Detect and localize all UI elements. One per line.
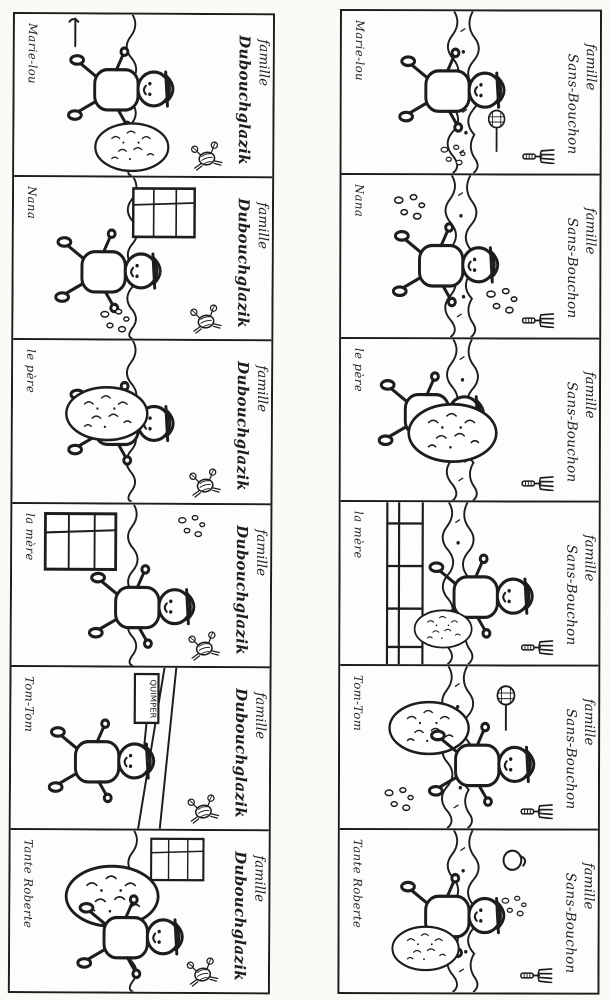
card-name: Tante Roberte [350,839,365,929]
family-word: famille [251,855,268,903]
family-word: famille [581,371,599,419]
card-sans-bouchon-la-mere: la mère famille Sans-Bouchon [340,502,599,667]
card-name: Nana [352,183,367,218]
family-word: famille [252,691,269,739]
family-label: famille Sans-Bouchon [553,175,599,337]
card-illustration [37,504,225,666]
card-illustration [365,502,554,665]
card-name: le père [24,349,39,394]
card-name: Tom-Tom [351,675,366,732]
family-label: famille Dubouchglazik [224,505,271,666]
card-illustration [364,830,553,993]
card-dubouchglazik-marie-lou: Marie-lou famille Dubouchglazik [14,14,273,179]
card-name: Marie-lou [25,23,40,85]
family-label: famille Sans-Bouchon [552,667,598,829]
card-illustration [366,175,555,338]
family-word: famille [254,202,272,250]
fork-icon [521,476,555,492]
card-name: la mère [23,512,38,561]
family-column-dubouchglazik: Marie-lou famille Dubouchglazik Nana [7,12,275,995]
family-label: famille Dubouchglazik [224,341,271,502]
card-dubouchglazik-tante-roberte: Tante Roberte famille Dubouchglazik [9,829,269,993]
family-name: Dubouchglazik [234,35,254,166]
family-name: Dubouchglazik [230,851,250,981]
card-name: Tom-Tom [22,675,37,733]
card-name: le père [351,347,367,392]
family-name: Dubouchglazik [231,687,251,818]
card-dubouchglazik-la-mere: la mère famille Dubouchglazik [11,503,271,669]
family-word: famille [581,698,598,746]
family-name: Sans-Bouchon [562,872,579,974]
card-sans-bouchon-le-pere: le père famille Sans-Bouchon [340,338,600,504]
family-word: famille [582,43,599,91]
family-label: famille Sans-Bouchon [554,12,600,174]
family-name: Dubouchglazik [232,524,252,655]
card-illustration [38,177,226,340]
card-sans-bouchon-tom-tom: Tom-Tom famille Sans-Bouchon [339,666,599,831]
card-dubouchglazik-le-pere: le père famille Dubouchglazik [12,340,272,505]
card-illustration: QUIMPER [36,666,224,829]
family-label: famille Sans-Bouchon [553,339,599,501]
family-name: Sans-Bouchon [563,217,581,319]
card-illustration [366,338,555,501]
family-word: famille [581,535,598,582]
fork-icon [521,312,555,328]
card-sans-bouchon-nana: Nana famille Sans-Bouchon [341,174,600,340]
family-name: Dubouchglazik [233,361,252,492]
family-name: Sans-Bouchon [564,53,581,155]
fork-icon [522,148,556,164]
card-name: Nana [24,186,40,220]
fork-icon [519,967,553,983]
card-illustration [39,14,227,176]
family-word: famille [253,528,270,576]
card-illustration [35,830,223,992]
family-label: famille Sans-Bouchon [552,503,598,665]
card-illustration [365,666,554,829]
fork-icon [520,640,554,656]
family-name: Sans-Bouchon [563,545,580,647]
family-label: famille Dubouchglazik [226,15,273,176]
card-illustration [37,340,225,503]
card-dubouchglazik-nana: Nana famille Dubouchglazik [13,177,273,342]
road-sign-text: QUIMPER [149,679,159,718]
family-name: Sans-Bouchon [562,708,579,810]
family-label: famille Dubouchglazik [225,178,272,339]
family-label: famille Sans-Bouchon [551,831,597,993]
card-sans-bouchon-marie-lou: Marie-lou famille Sans-Bouchon [341,11,600,176]
card-dubouchglazik-tom-tom: Tom-Tom QUIMPER famille Dubouchglazik [10,666,270,832]
card-name: la mère [351,511,366,560]
family-label: famille Dubouchglazik [222,831,269,992]
card-name: Marie-lou [352,20,367,82]
family-word: famille [253,365,271,413]
family-word: famille [582,207,599,255]
card-sans-bouchon-tante-roberte: Tante Roberte famille Sans-Bouchon [339,830,598,993]
family-word: famille [255,39,272,87]
family-name: Dubouchglazik [234,198,253,329]
family-column-sans-bouchon: Marie-lou famille Sans-Bouchon Nana [337,9,602,995]
fork-icon [520,804,554,820]
card-illustration [367,11,556,174]
family-label: famille Dubouchglazik [223,668,270,829]
family-word: famille [580,862,597,910]
family-name: Sans-Bouchon [563,381,580,483]
card-name: Tante Roberte [21,838,36,929]
